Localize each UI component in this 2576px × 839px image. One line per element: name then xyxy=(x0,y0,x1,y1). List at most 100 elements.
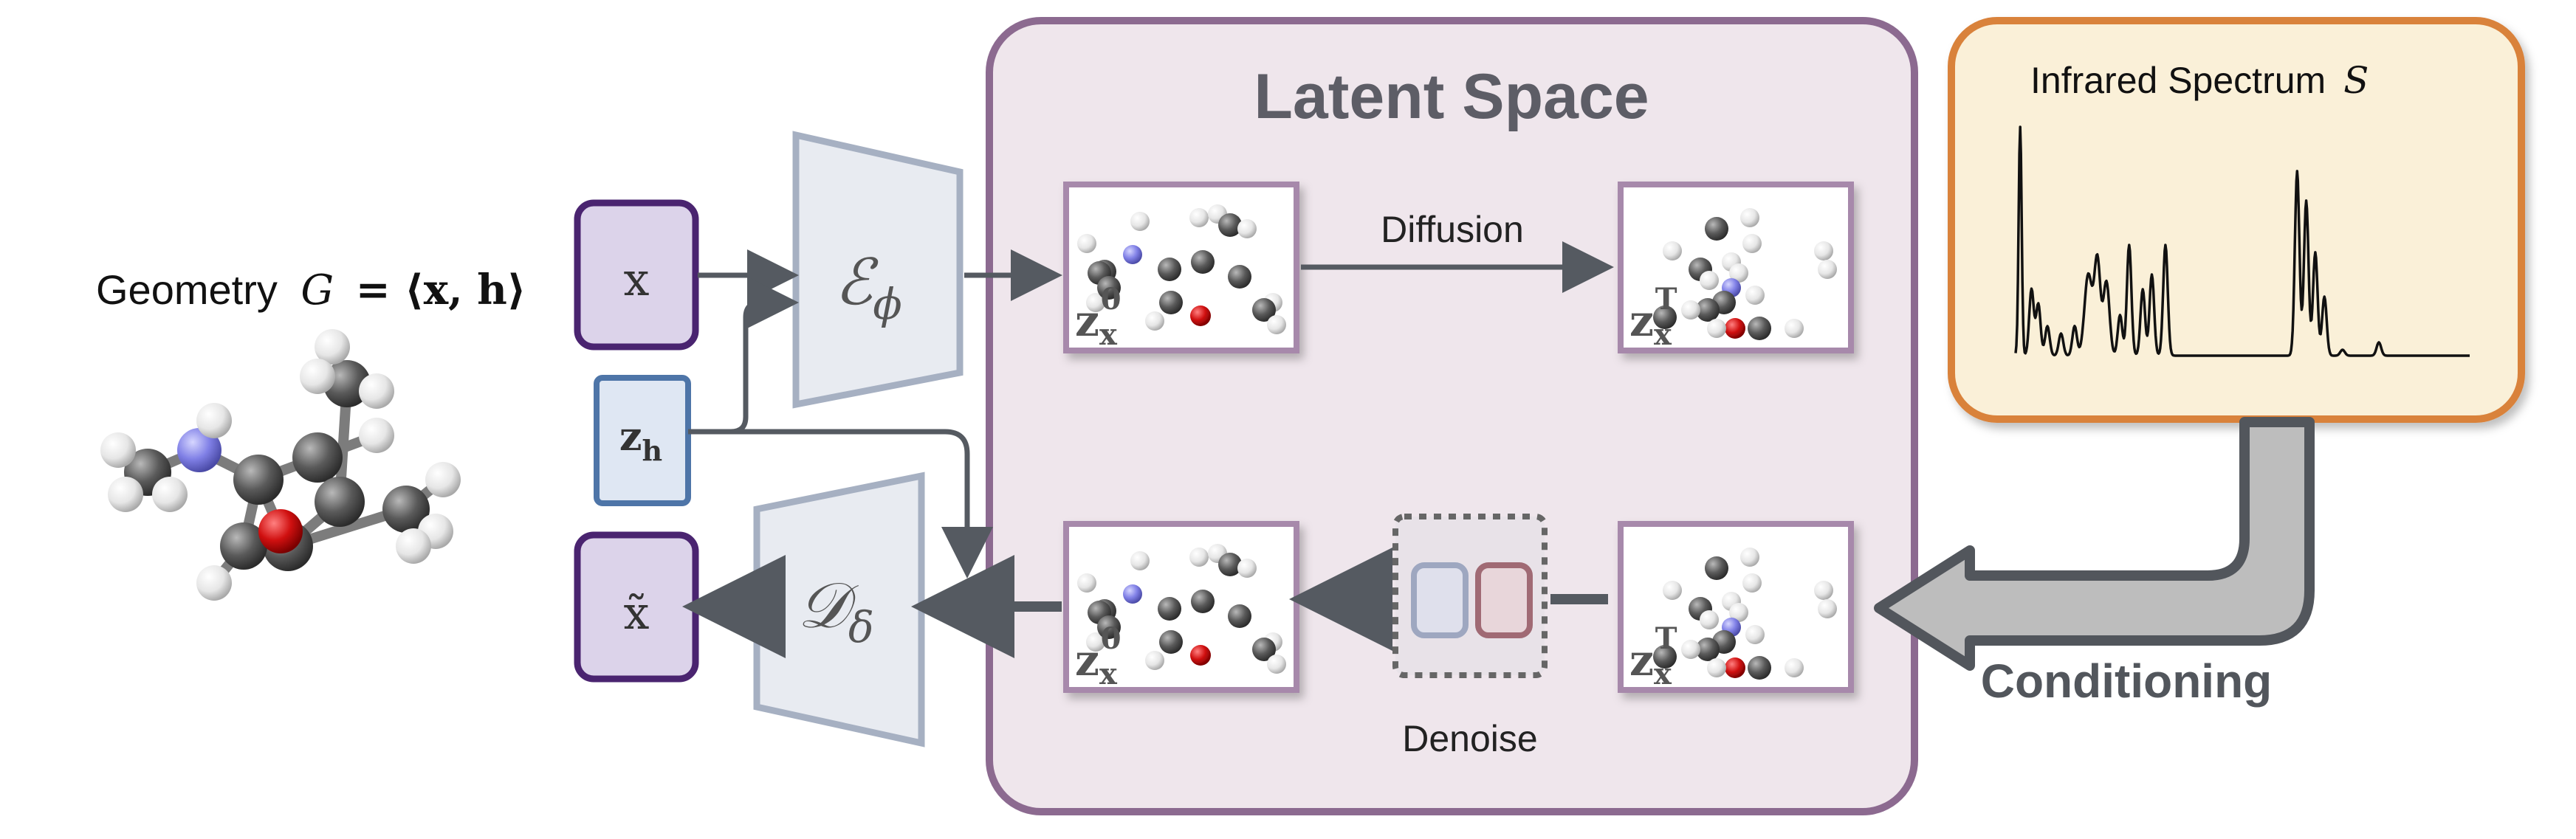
carbon-atom xyxy=(220,522,267,570)
hydrogen-atom xyxy=(152,477,188,512)
hydrogen-atom xyxy=(1145,651,1164,670)
hydrogen-atom xyxy=(1742,573,1762,593)
hydrogen-atom xyxy=(196,403,232,438)
geometry-label: Geometry G = ⟨x, h⟩ xyxy=(96,266,526,314)
carbon-atom xyxy=(292,432,343,483)
carbon-atom xyxy=(1705,217,1728,241)
x-input-box: x xyxy=(574,199,699,351)
input-molecule xyxy=(100,329,461,601)
hydrogen-atom xyxy=(1189,548,1209,567)
carbon-atom xyxy=(323,360,371,407)
hydrogen-atom xyxy=(1130,551,1150,570)
hydrogen-atom xyxy=(1814,581,1833,600)
hydrogen-atom xyxy=(108,477,143,512)
hydrogen-atom xyxy=(359,373,394,409)
z0-box-bottom: zx0 xyxy=(1063,521,1299,693)
hydrogen-atom xyxy=(1742,234,1762,253)
carbon-atom xyxy=(1097,615,1121,639)
carbon-atom xyxy=(1653,305,1677,329)
hydrogen-atom xyxy=(196,565,232,601)
hydrogen-atom xyxy=(1785,319,1804,338)
z0-box-top: zx0 xyxy=(1063,182,1299,353)
geometry-formula: = ⟨x, h⟩ xyxy=(356,266,526,314)
hydrogen-atom xyxy=(1785,658,1804,677)
carbon-atom xyxy=(1252,298,1276,322)
hydrogen-atom xyxy=(396,528,431,564)
encoder-symbol: ℰ xyxy=(834,246,879,320)
hydrogen-atom xyxy=(1267,655,1286,674)
svg-text:zh: zh xyxy=(619,412,662,467)
hydrogen-atom xyxy=(1681,300,1700,320)
svg-text:ℰϕ: ℰϕ xyxy=(834,246,902,329)
hydrogen-atom xyxy=(1130,212,1150,231)
diffusion-arrow: Diffusion xyxy=(1301,209,1614,293)
x-input-label: x xyxy=(624,252,650,306)
carbon-atom xyxy=(1159,630,1183,654)
spectrum-title: Infrared Spectrum xyxy=(2030,60,2326,101)
hydrogen-atom xyxy=(1237,219,1257,238)
carbon-atom xyxy=(382,486,430,533)
spectrum-panel: Infrared Spectrum S xyxy=(1948,17,2525,423)
conditioning-arrow: Conditioning xyxy=(1874,417,2315,708)
hydrogen-atom xyxy=(1729,603,1748,622)
hydrogen-atom xyxy=(425,462,461,497)
hydrogen-atom xyxy=(1740,548,1759,567)
hydrogen-atom xyxy=(1086,293,1105,312)
carbon-atom xyxy=(315,477,365,527)
oxygen-atom xyxy=(1725,657,1745,678)
carbon-atom xyxy=(1748,656,1771,680)
denoise-network: Denoise xyxy=(1392,514,1548,759)
carbon-atom xyxy=(1159,291,1183,314)
carbon-atom xyxy=(1191,250,1215,274)
hydrogen-atom xyxy=(1745,286,1765,305)
carbon-atom xyxy=(233,455,284,505)
oxygen-atom xyxy=(1190,645,1211,666)
nitrogen-atom xyxy=(1123,584,1142,604)
nitrogen-atom xyxy=(177,428,221,472)
hydrogen-atom xyxy=(1663,241,1682,260)
svg-text:Infrared Spectrum S: Infrared Spectrum S xyxy=(2030,59,2369,102)
hydrogen-atom xyxy=(1663,581,1682,600)
hydrogen-atom xyxy=(100,432,136,468)
carbon-atom xyxy=(1191,590,1215,613)
flow-arrows xyxy=(682,249,1062,658)
hydrogen-atom xyxy=(1745,625,1765,644)
carbon-atom xyxy=(1653,645,1677,669)
carbon-atom xyxy=(1158,258,1181,281)
nitrogen-atom xyxy=(1123,245,1142,264)
z0-label-top: zx0 xyxy=(1075,282,1122,352)
hydrogen-atom xyxy=(1707,319,1726,338)
hydrogen-atom xyxy=(300,359,335,394)
geometry-symbol: G xyxy=(300,266,334,314)
decoder-block: 𝒟δ xyxy=(753,472,925,747)
encoder-block: ℰϕ xyxy=(792,131,964,409)
x-tilde-output-box: x̃ xyxy=(574,531,699,683)
hydrogen-atom xyxy=(1729,263,1748,283)
latent-space-panel: Latent Space xyxy=(986,17,1918,815)
carbon-atom xyxy=(1218,213,1242,237)
hydrogen-atom xyxy=(1077,234,1096,253)
carbon-atom xyxy=(1097,276,1121,300)
carbon-atom xyxy=(1228,265,1251,289)
denoise-label: Denoise xyxy=(1402,718,1537,759)
spectrum-symbol: S xyxy=(2343,59,2369,102)
x-tilde-label: x̃ xyxy=(624,586,650,640)
hydrogen-atom xyxy=(1086,632,1105,652)
zh-box: zh xyxy=(594,375,691,506)
hydrogen-atom xyxy=(1700,271,1719,290)
zh-base: z xyxy=(619,412,642,460)
oxygen-atom xyxy=(1725,318,1745,339)
hydrogen-atom xyxy=(1237,559,1257,578)
hydrogen-atom xyxy=(1700,610,1719,629)
ir-spectrum-trace xyxy=(2014,125,2470,357)
decoder-sub: δ xyxy=(848,602,874,652)
hydrogen-atom xyxy=(1818,260,1837,279)
hydrogen-atom xyxy=(1740,208,1759,227)
carbon-atom xyxy=(1705,556,1728,580)
hydrogen-atom xyxy=(1145,311,1164,331)
hydrogen-atom xyxy=(1818,599,1837,618)
hydrogen-atom xyxy=(1267,315,1286,334)
hydrogen-atom xyxy=(315,329,350,365)
zh-sub: h xyxy=(642,434,663,467)
carbon-atom xyxy=(1696,638,1720,661)
